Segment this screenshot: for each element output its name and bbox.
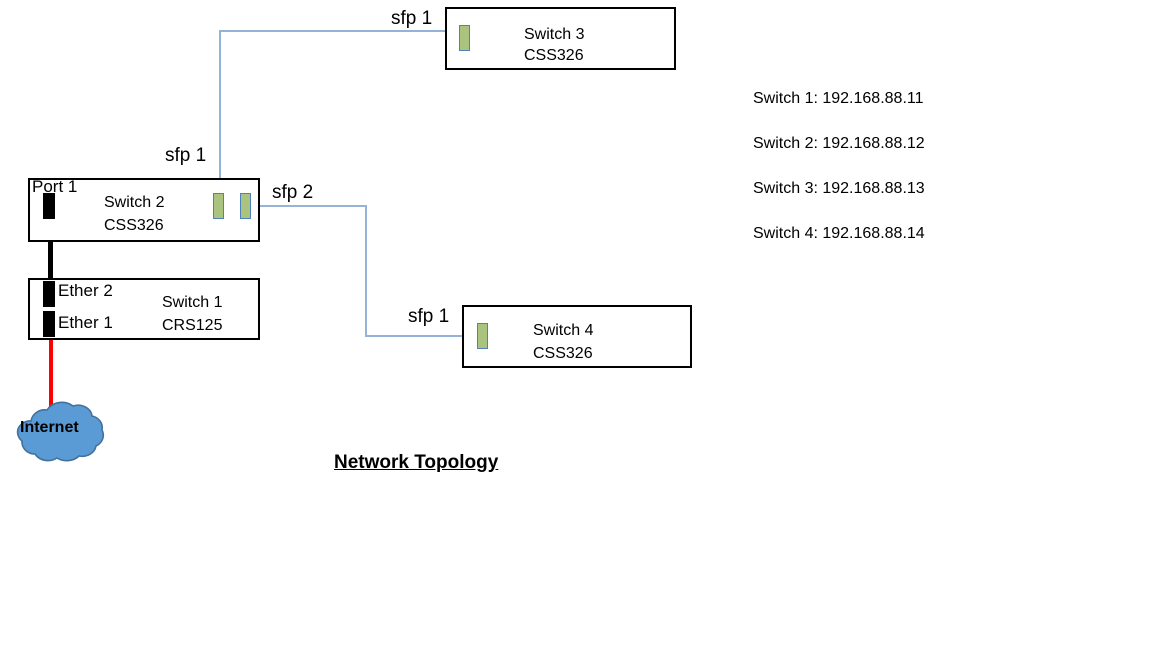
switch2-sfp1-label: sfp 1 (165, 145, 207, 166)
device-switch1-model: CRS125 (162, 317, 223, 334)
switch1-ether1-label: Ether 1 (58, 313, 113, 332)
switch1-ether2-label: Ether 2 (58, 281, 113, 300)
internet-cloud[interactable]: Internet (5, 395, 110, 475)
switch4-sfp1-port[interactable] (477, 323, 488, 349)
device-switch3[interactable] (445, 7, 676, 70)
cable-switch2-switch1 (48, 196, 53, 306)
device-switch3-name: Switch 3 (524, 26, 585, 43)
switch1-ether2-port[interactable] (43, 281, 55, 307)
ip-address-legend: Switch 1: 192.168.88.11 Switch 2: 192.16… (753, 91, 925, 271)
diagram-title: Network Topology (334, 452, 499, 473)
switch2-sfp2-label: sfp 2 (272, 182, 314, 203)
device-switch3-model: CSS326 (524, 47, 584, 64)
switch2-sfp2-port[interactable] (240, 193, 251, 219)
cable-switch1-internet (49, 318, 53, 410)
device-switch4[interactable] (462, 305, 692, 368)
ip-row-switch2: Switch 2: 192.168.88.12 (753, 135, 925, 152)
switch2-sfp1-port[interactable] (213, 193, 224, 219)
ip-row-switch4: Switch 4: 192.168.88.14 (753, 225, 925, 242)
device-switch1[interactable] (28, 278, 260, 340)
link-switch2-switch4-horizontal-top (250, 205, 366, 207)
switch1-ether1-port[interactable] (43, 311, 55, 337)
switch2-port1-label: Port 1 (32, 177, 78, 196)
device-switch2-model: CSS326 (104, 217, 164, 234)
switch3-sfp1-label: sfp 1 (391, 8, 433, 29)
link-switch2-switch4-horizontal-bottom (365, 335, 477, 337)
device-switch1-name: Switch 1 (162, 294, 223, 311)
ip-row-switch3: Switch 3: 192.168.88.13 (753, 180, 925, 197)
device-switch2-name: Switch 2 (104, 194, 165, 211)
switch3-sfp1-port[interactable] (459, 25, 470, 51)
cloud-icon (16, 401, 105, 462)
switch2-port1-port[interactable] (43, 193, 55, 219)
internet-cloud-label: Internet (20, 419, 79, 436)
link-switch2-switch3-vertical (219, 30, 221, 205)
link-switch2-switch4-vertical (365, 205, 367, 336)
device-switch4-name: Switch 4 (533, 322, 594, 339)
link-switch2-switch3-horizontal (219, 30, 459, 32)
ip-row-switch1: Switch 1: 192.168.88.11 (753, 90, 924, 107)
device-switch4-model: CSS326 (533, 345, 593, 362)
switch4-sfp1-label: sfp 1 (408, 306, 450, 327)
